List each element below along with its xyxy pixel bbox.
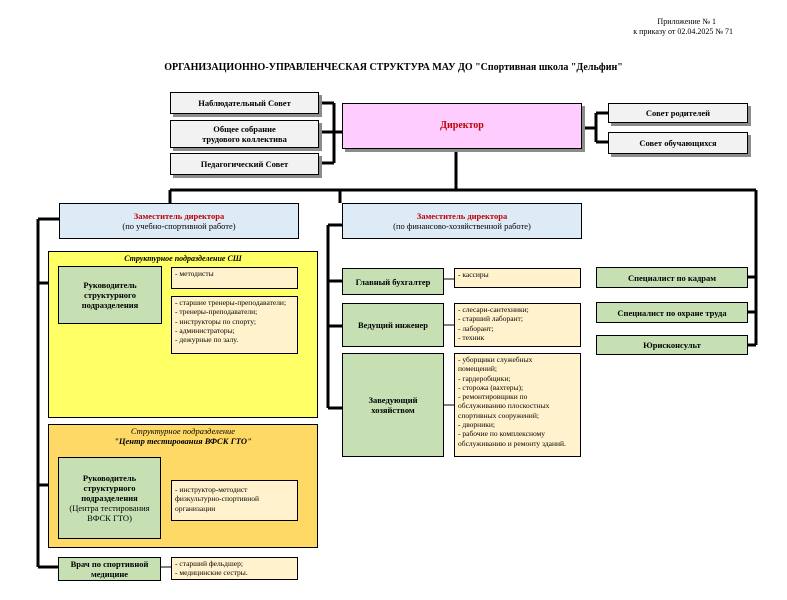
director-box: Директор: [342, 103, 582, 149]
gto-caption-line1: Структурное подразделение: [130, 426, 236, 436]
deputy-finance-title: Заместитель директора: [416, 211, 508, 221]
chief-accountant-box: Главный бухгалтер: [342, 268, 444, 295]
facility-manager-line1: Заведующий: [368, 395, 418, 405]
ssh-head-box: Руководитель структурного подразделения: [58, 266, 162, 324]
ssh-methodists: - методисты: [175, 269, 214, 278]
lead-engineer-box: Ведущий инженер: [342, 303, 444, 347]
chief-accountant-staff: - кассиры: [458, 270, 489, 279]
lead-engineer-staff-item: - старший лаборант;: [458, 314, 523, 324]
gto-staff-box: - инструктор-методист физкультурно-спорт…: [171, 480, 298, 521]
labor-safety-specialist-box: Специалист по охране труда: [596, 302, 748, 323]
doctor-line2: медицине: [90, 569, 129, 579]
facility-staff-item: - гардеробщики;: [458, 373, 511, 383]
facility-staff-item: обслуживанию и ремонту зданий.: [458, 438, 566, 448]
gto-head-line3: подразделения: [81, 493, 138, 503]
deputy-sport-subtitle: (по учебно-спортивной работе): [122, 221, 236, 231]
students-council-box: Совет обучающихся: [608, 132, 748, 154]
doctor-staff-item: - старший фельдшер;: [175, 559, 243, 568]
ssh-staff-item: - старшие тренеры-преподаватели;: [175, 298, 287, 307]
gto-caption-line2: "Центр тестирования ВФСК ГТО": [114, 436, 252, 446]
facility-manager-box: Заведующий хозяйством: [342, 353, 444, 457]
supervisory-council-box: Наблюдательный Совет: [170, 92, 319, 114]
lead-engineer-staff-box: - слесари-сантехники; - старший лаборант…: [454, 303, 581, 347]
ssh-methodists-box: - методисты: [171, 267, 298, 289]
appendix-line1: Приложение № 1: [657, 17, 716, 26]
lead-engineer-staff-item: - слесари-сантехники;: [458, 305, 529, 314]
facility-staff-item: спортивных сооружений;: [458, 410, 539, 420]
ssh-staff-item: - инструкторы по спорту;: [175, 316, 256, 326]
ssh-unit-caption: Структурное подразделение СШ: [124, 254, 242, 263]
gto-head-line1: Руководитель: [82, 473, 137, 483]
gto-staff-item: - инструктор-методист: [175, 485, 248, 494]
ssh-staff-box: - старшие тренеры-преподаватели; - трене…: [171, 296, 298, 354]
facility-manager-staff-box: - уборщики служебных помещений; - гардер…: [454, 353, 581, 457]
facility-staff-item: - дворники;: [458, 420, 495, 430]
doctor-line1: Врач по спортивной: [70, 559, 149, 569]
gto-head-line5: ВФСК ГТО): [87, 513, 132, 523]
doctor-staff-box: - старший фельдшер; - медицинские сестры…: [171, 557, 298, 580]
ssh-staff-item: - дежурные по залу.: [175, 335, 239, 345]
lead-engineer-staff-item: - лаборант;: [458, 323, 494, 333]
doctor-staff-item: - медицинские сестры.: [175, 568, 248, 578]
ssh-staff-item: - тренеры-преподаватели;: [175, 307, 258, 317]
facility-staff-item: помещений;: [458, 364, 497, 374]
lawyer-box: Юрисконсульт: [596, 335, 748, 355]
gto-head-line2: структурного: [83, 483, 136, 493]
lead-engineer-staff-item: - техник: [458, 332, 485, 342]
gto-staff-item: физкультурно-спортивной: [175, 494, 259, 504]
deputy-sport-title: Заместитель директора: [133, 211, 225, 221]
hr-specialist-box: Специалист по кадрам: [596, 267, 748, 288]
pedagogical-council-box: Педагогический Совет: [170, 153, 319, 175]
parents-council-box: Совет родителей: [608, 103, 748, 123]
page-title: ОРГАНИЗАЦИОННО-УПРАВЛЕНЧЕСКАЯ СТРУКТУРА …: [164, 62, 623, 73]
appendix-line2: к приказу от 02.04.2025 № 71: [633, 27, 733, 36]
general-meeting-line1: Общее собрание: [213, 124, 276, 134]
general-meeting-box: Общее собрание трудового коллектива: [170, 120, 319, 148]
facility-staff-item: - уборщики служебных: [458, 355, 533, 364]
facility-staff-item: - рабочие по комплексному: [458, 429, 546, 439]
gto-staff-item: организации: [175, 503, 216, 513]
deputy-finance-subtitle: (по финансово-хозяйственной работе): [393, 221, 531, 231]
facility-staff-item: - сторожа (вахтеры);: [458, 382, 524, 392]
general-meeting-line2: трудового коллектива: [202, 134, 287, 144]
doctor-box: Врач по спортивной медицине: [58, 557, 161, 581]
ssh-staff-item: - администраторы;: [175, 325, 235, 335]
facility-staff-item: - ремонтировщики по: [458, 392, 528, 402]
facility-staff-item: обслуживанию плоскостных: [458, 401, 550, 411]
ssh-head-line1: Руководитель: [83, 280, 137, 290]
gto-head-box: Руководитель структурного подразделения …: [58, 457, 161, 539]
facility-manager-line2: хозяйством: [371, 405, 415, 415]
ssh-head-line2: структурного: [84, 290, 136, 300]
gto-head-line4: (Центра тестирования: [69, 503, 150, 513]
appendix-note: Приложение № 1 к приказу от 02.04.2025 №…: [560, 17, 780, 37]
gto-unit-caption: Структурное подразделение "Центр тестиро…: [48, 426, 318, 446]
deputy-finance-box: Заместитель директора (по финансово-хозя…: [342, 203, 582, 239]
deputy-sport-box: Заместитель директора (по учебно-спортив…: [59, 203, 299, 239]
chief-accountant-staff-box: - кассиры: [454, 268, 581, 288]
ssh-head-line3: подразделения: [81, 300, 139, 310]
